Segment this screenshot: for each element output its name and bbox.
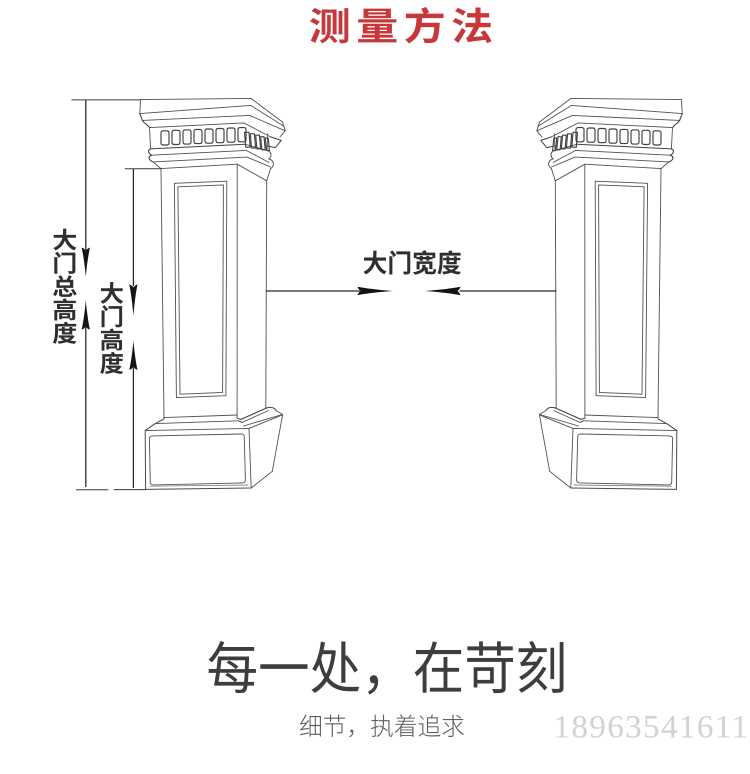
- svg-text:18963541611: 18963541611: [553, 709, 749, 746]
